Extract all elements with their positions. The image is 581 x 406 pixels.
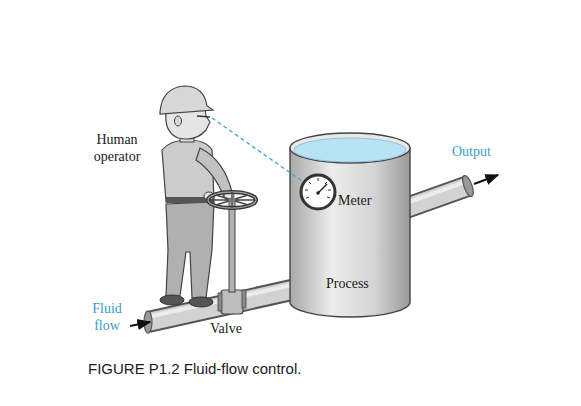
output-label: Output	[452, 143, 491, 160]
operator-label: Human operator	[84, 131, 150, 165]
gauge-ticks	[305, 178, 331, 198]
wheel-spokes	[210, 192, 254, 208]
valve-symbol	[218, 200, 246, 314]
process-tank	[290, 133, 410, 317]
gauge-face	[301, 175, 335, 209]
meter-gauge	[301, 175, 335, 209]
boot	[189, 297, 213, 307]
hard-hat	[160, 86, 213, 114]
figure-caption: FIGURE P1.2 Fluid-flow control.	[88, 360, 301, 378]
process-label: Process	[326, 275, 369, 292]
water-surface	[294, 138, 406, 162]
valve-handwheel	[208, 192, 256, 208]
fluid-flow-label: Fluid flow	[86, 300, 128, 334]
wheel-rim	[208, 192, 256, 208]
gauge-needle	[318, 184, 327, 193]
wheel-rim-highlight	[208, 192, 256, 208]
valve-stem	[229, 200, 235, 292]
boot	[160, 295, 184, 305]
valve-flange	[242, 290, 246, 308]
tank-rim	[290, 133, 410, 163]
gauge-pivot	[316, 191, 320, 195]
meter-label: Meter	[338, 192, 371, 209]
wheel-hub	[228, 198, 236, 203]
sight-line	[212, 118, 302, 181]
near-arm	[196, 148, 232, 197]
flow-arrow	[130, 322, 150, 326]
valve-flange	[218, 293, 222, 311]
valve-body	[221, 290, 243, 314]
glasses	[197, 116, 210, 117]
output-arrow	[474, 175, 498, 184]
valve-label: Valve	[210, 320, 242, 337]
pipe-end	[460, 174, 475, 197]
tank-body	[290, 148, 410, 317]
ear	[175, 116, 182, 126]
shirt	[162, 140, 214, 202]
trousers	[166, 202, 214, 298]
